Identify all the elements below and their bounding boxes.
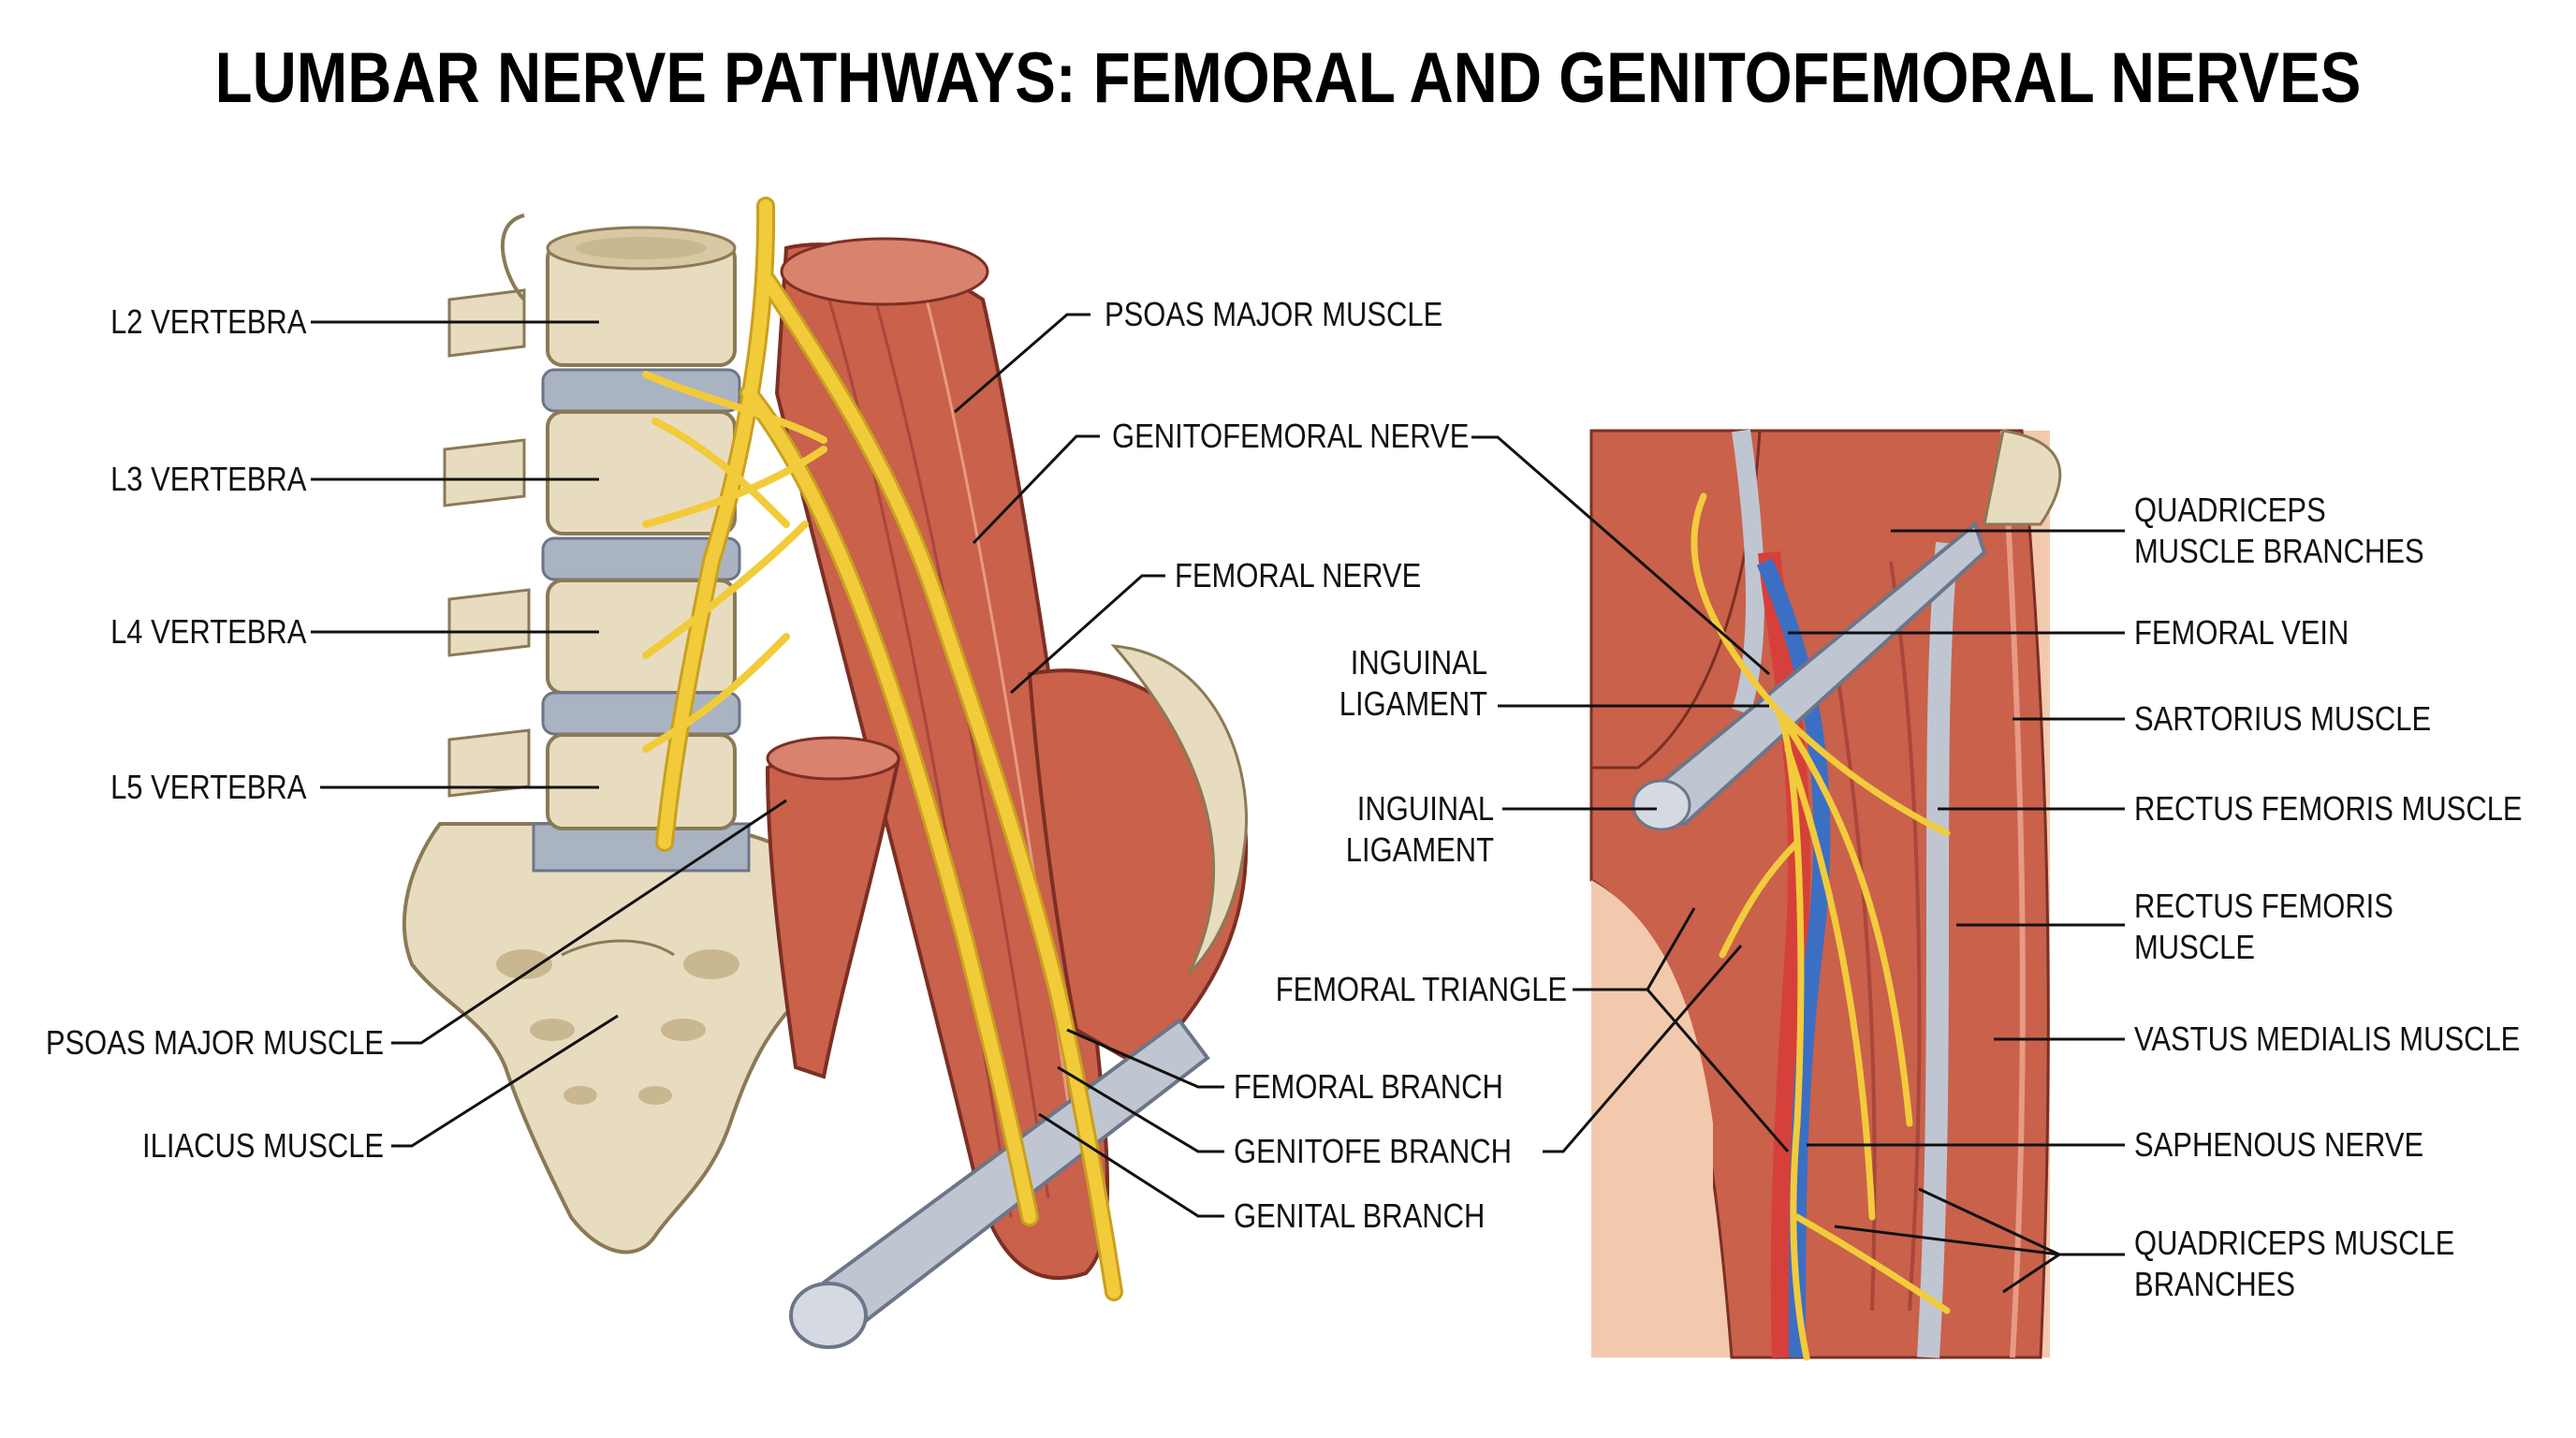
label-iliacus: ILIACUS MUSCLE: [142, 1125, 384, 1167]
label-psoas-major-top: PSOAS MAJOR MUSCLE: [1105, 294, 1442, 335]
vertebra-l5: [449, 730, 735, 829]
label-genitofe-branch: GENITOFE BRANCH: [1234, 1131, 1512, 1172]
label-inguinal-ligament-2-line1: INGUINAL: [1357, 788, 1494, 829]
label-inguinal-ligament-2-line2: LIGAMENT: [1346, 829, 1494, 871]
vertebra-l2: [449, 227, 735, 365]
psoas-stump: [768, 745, 899, 1077]
thigh: [1591, 431, 2060, 1357]
label-l3-vertebra: L3 VERTEBRA: [110, 459, 306, 500]
sacrum: [404, 824, 833, 1252]
lumbar-spine: [404, 215, 833, 1252]
label-femoral-vein: FEMORAL VEIN: [2134, 612, 2349, 653]
label-femoral-nerve: FEMORAL NERVE: [1175, 555, 1421, 596]
label-rectus-femoris-1: RECTUS FEMORIS MUSCLE: [2134, 788, 2523, 829]
label-inguinal-ligament-1-line2: LIGAMENT: [1339, 683, 1487, 725]
label-quadriceps-top-line1: QUADRICEPS: [2134, 490, 2326, 531]
label-vastus-medialis: VASTUS MEDIALIS MUSCLE: [2134, 1019, 2520, 1060]
label-psoas-major-left: PSOAS MAJOR MUSCLE: [46, 1022, 384, 1064]
label-quadriceps-bottom-line1: QUADRICEPS MUSCLE: [2134, 1223, 2454, 1264]
label-quadriceps-top-line2: MUSCLE BRANCHES: [2134, 531, 2424, 572]
label-genital-branch: GENITAL BRANCH: [1234, 1196, 1485, 1237]
label-saphenous-nerve: SAPHENOUS NERVE: [2134, 1124, 2423, 1166]
label-quadriceps-bottom-line2: BRANCHES: [2134, 1264, 2295, 1305]
label-femoral-triangle: FEMORAL TRIANGLE: [1276, 969, 1567, 1010]
label-femoral-branch: FEMORAL BRANCH: [1234, 1066, 1503, 1108]
label-genitofemoral-nerve: GENITOFEMORAL NERVE: [1112, 416, 1469, 457]
label-rectus-femoris-2-line1: RECTUS FEMORIS: [2134, 886, 2393, 927]
label-inguinal-ligament-1-line1: INGUINAL: [1351, 642, 1487, 683]
label-l4-vertebra: L4 VERTEBRA: [110, 611, 306, 653]
vertebra-l3: [445, 412, 735, 534]
label-l5-vertebra: L5 VERTEBRA: [110, 767, 306, 808]
label-l2-vertebra: L2 VERTEBRA: [110, 301, 306, 343]
label-sartorius: SARTORIUS MUSCLE: [2134, 698, 2431, 740]
label-rectus-femoris-2-line2: MUSCLE: [2134, 927, 2255, 968]
